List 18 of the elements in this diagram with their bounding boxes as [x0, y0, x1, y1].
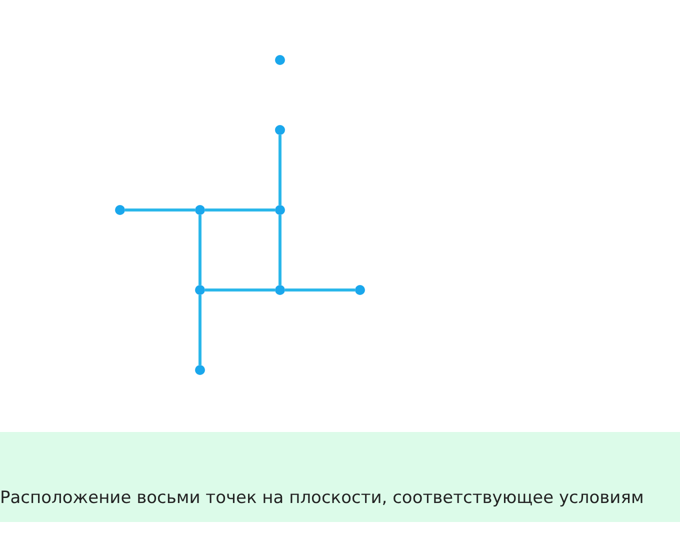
point-dot: [275, 125, 285, 135]
point-dot: [355, 285, 365, 295]
line-segment: [205, 208, 275, 212]
point-dot: [275, 55, 285, 65]
line-segment: [198, 295, 202, 365]
point-dot: [115, 205, 125, 215]
point-dot: [195, 365, 205, 375]
line-segment: [285, 288, 355, 292]
caption: Расположение восьми точек на плоскости, соответствующее условиям: [0, 488, 644, 508]
line-segment: [278, 215, 282, 285]
line-segment: [125, 208, 195, 212]
line-segment: [205, 288, 275, 292]
line-segment: [278, 135, 282, 205]
point-dot: [275, 205, 285, 215]
point-dot: [275, 285, 285, 295]
point-dot: [195, 285, 205, 295]
line-segment: [198, 215, 202, 285]
point-dot: [195, 205, 205, 215]
